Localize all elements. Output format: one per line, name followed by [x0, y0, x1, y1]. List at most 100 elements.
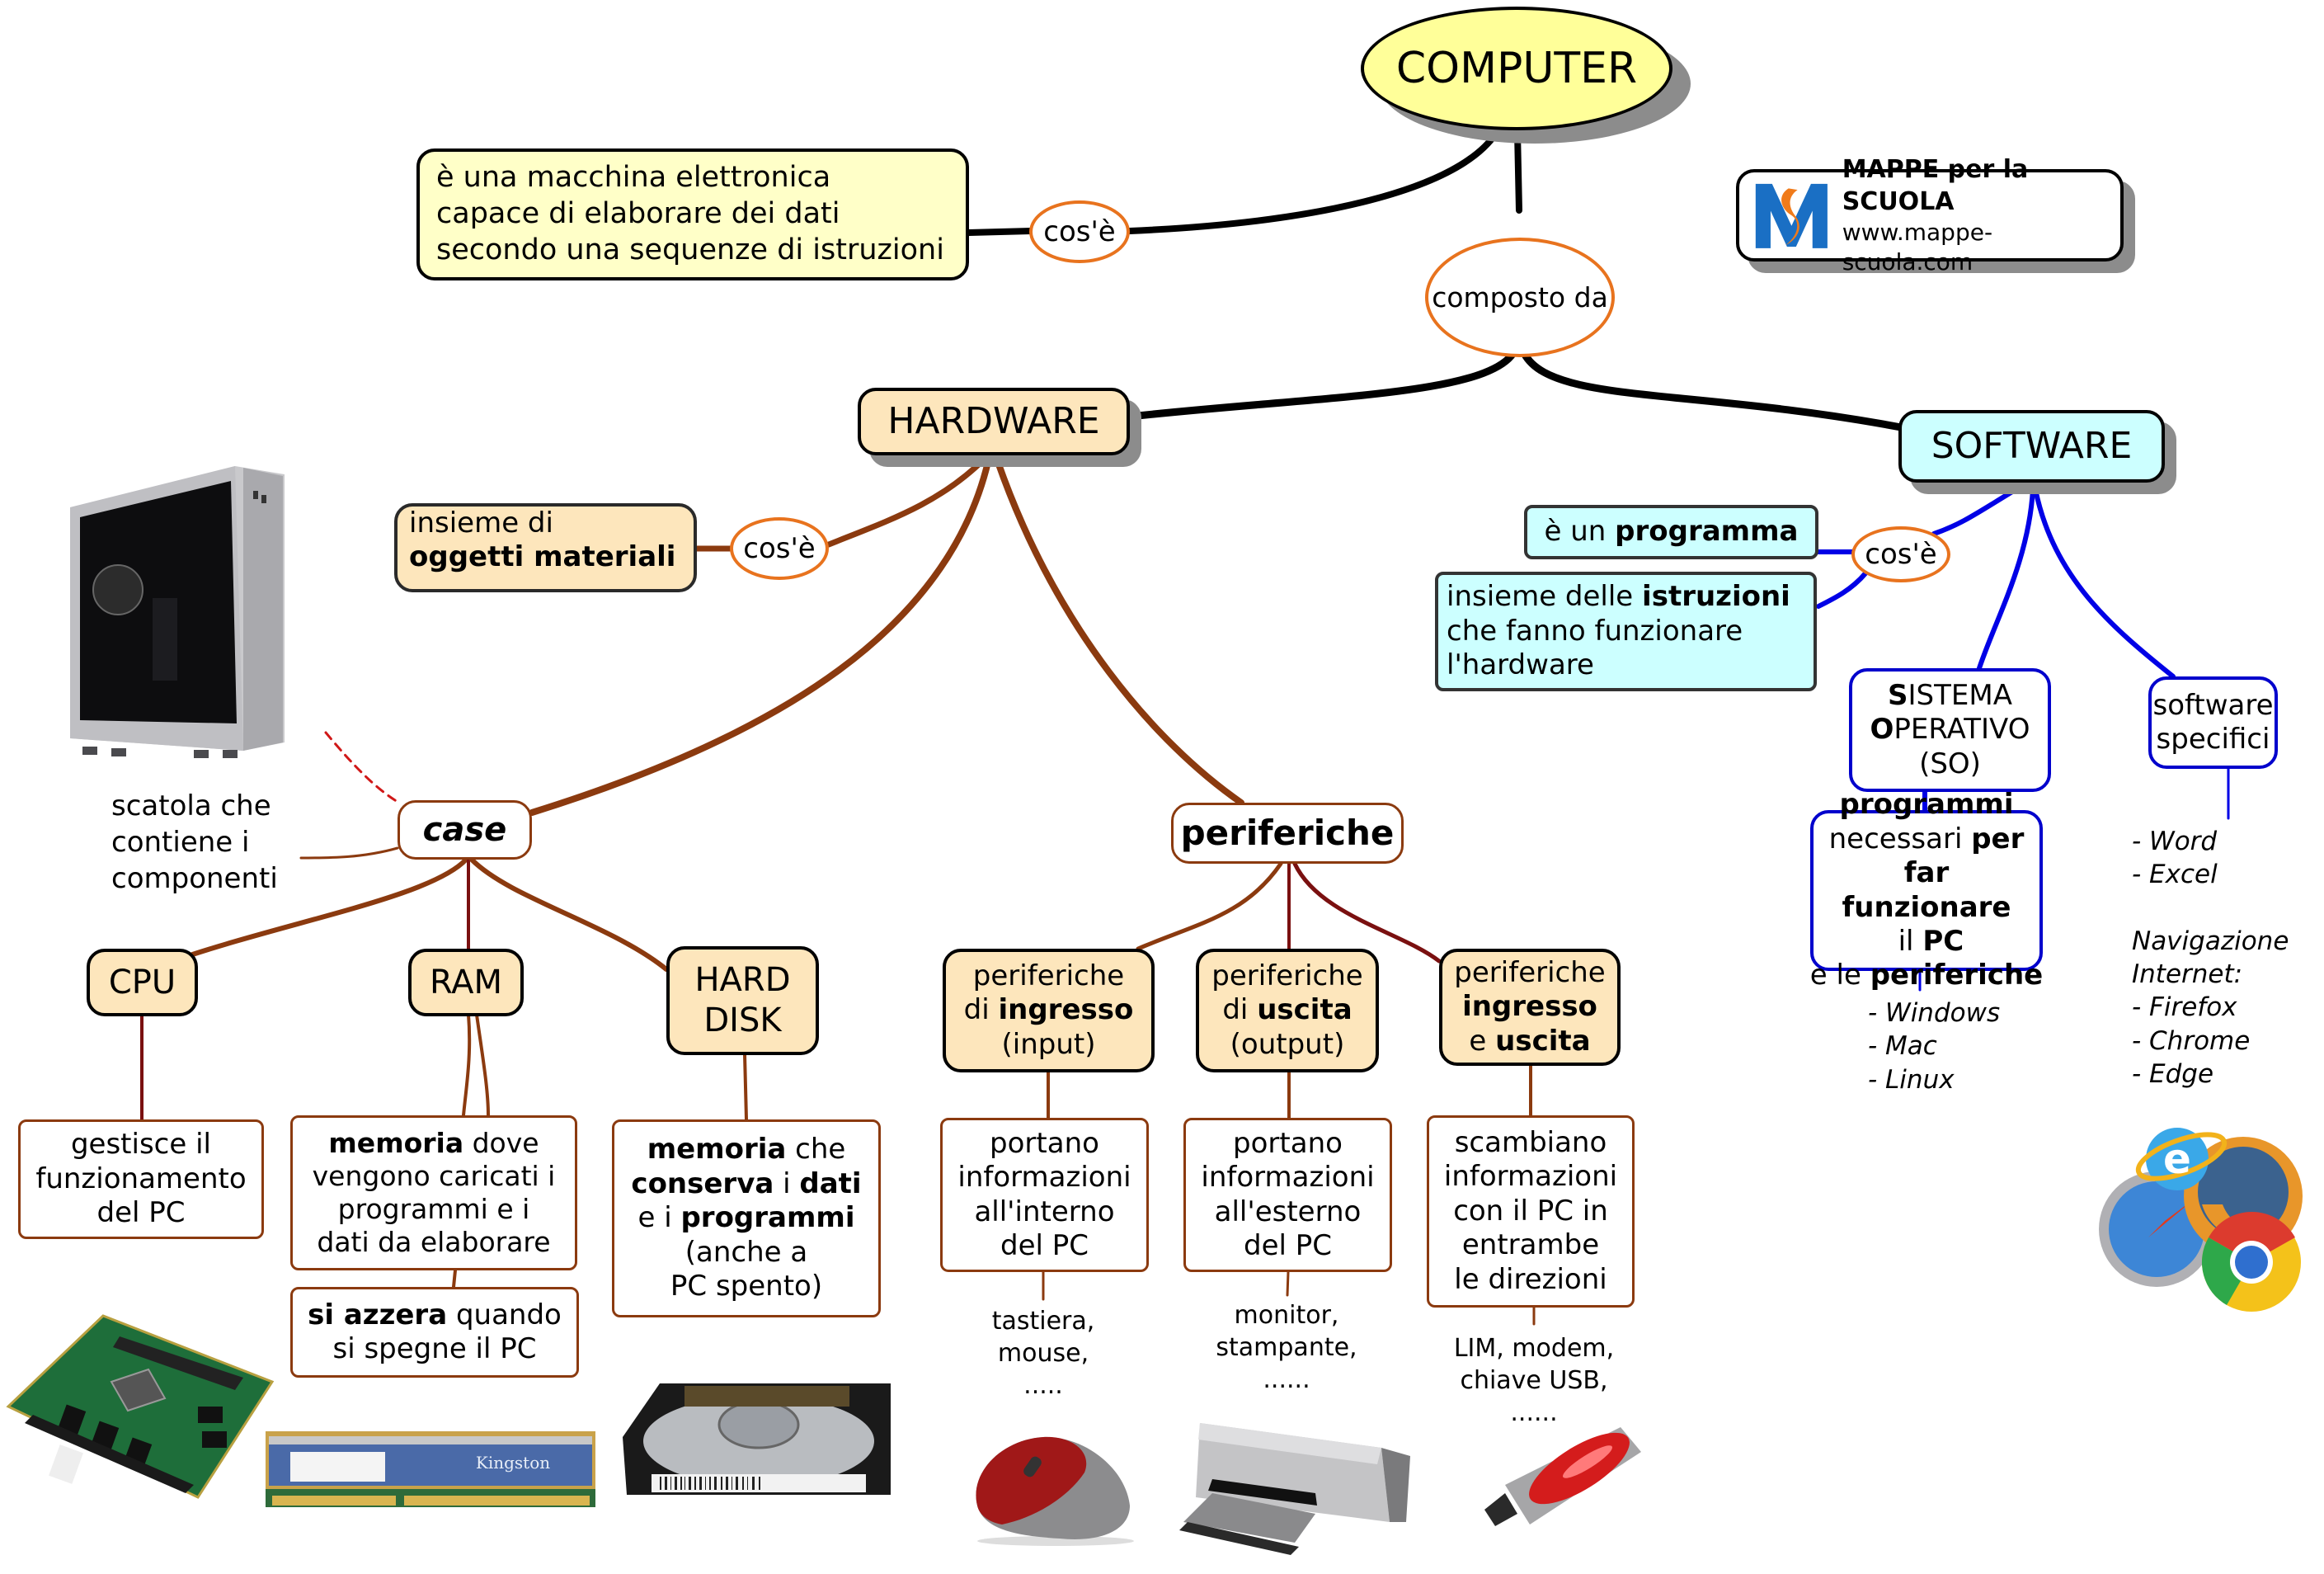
software-node[interactable]: SOFTWARE [1898, 410, 2165, 483]
computer-definition-box[interactable]: è una macchina elettronica capace di ela… [416, 148, 969, 280]
link-composto-software [1520, 349, 1905, 431]
io-description-text: scambiano informazioni con il PC in entr… [1443, 1125, 1618, 1296]
computer-cos-connector[interactable]: cos'è [1029, 200, 1130, 263]
harddisk-label: HARD DISK [694, 961, 791, 1039]
specific-software-label: software specifici [2152, 688, 2274, 756]
peripheral-output-node[interactable]: periferiche di uscita (output) [1196, 949, 1379, 1072]
os-l1-rest: ISTEMA [1908, 678, 2012, 712]
motherboard-image [6, 1314, 275, 1499]
mappe-logo-icon [1755, 183, 1828, 248]
sw-def2-bold: istruzioni [1642, 580, 1790, 614]
link-hardware-case [529, 459, 991, 816]
harddisk-description[interactable]: memoria che conserva i dati e i programm… [612, 1119, 881, 1317]
os-l1-bold: S [1888, 678, 1908, 712]
link-periferiche-io [1292, 861, 1442, 964]
peripheral-input-node[interactable]: periferiche di ingresso (input) [943, 949, 1155, 1072]
cpu-label: CPU [108, 963, 176, 1001]
composto-da-connector[interactable]: composto da [1425, 238, 1615, 357]
hd-d3-pre: e i [637, 1201, 681, 1235]
hardware-node[interactable]: HARDWARE [858, 388, 1130, 455]
specific-software-examples: - Word - Excel Navigazione Internet: - F… [2132, 827, 2289, 1090]
link-harddisk-memoria [743, 1053, 748, 1121]
hd-d2-bold-b: dati [799, 1166, 862, 1200]
software-cos-connector[interactable]: cos'è [1851, 526, 1950, 582]
hardware-definition-box[interactable]: insieme di oggetti materiali [394, 503, 697, 592]
pc-case-image [70, 466, 285, 758]
input-line1: periferiche [972, 959, 1125, 992]
os-node[interactable]: SISTEMA OPERATIVO (SO) [1849, 668, 2051, 792]
link-cos-definition [966, 228, 1034, 236]
ram-module-image: Kingston [266, 1431, 595, 1507]
input-line2-pre: di [963, 993, 999, 1027]
link-software-os [1977, 487, 2035, 671]
link-computer-definition [1127, 129, 1500, 234]
os-desc-l2-bold: per far [1903, 822, 2025, 890]
chrome-icon [2201, 1212, 2301, 1312]
ram-description[interactable]: memoria dove vengono caricati i programm… [290, 1115, 577, 1270]
link-hardware-periferiche [995, 459, 1244, 806]
hd-d3-bold: programmi [680, 1201, 855, 1235]
link-memoria-azzera [452, 1269, 457, 1289]
hardware-def-line2: oggetti materiali [409, 540, 676, 574]
ram-desc-rest2: vengono caricati i programmi e i dati da… [312, 1159, 556, 1259]
logo-title: MAPPE per la SCUOLA [1842, 154, 2029, 216]
link-computer-composto [1514, 129, 1522, 214]
sw-def2-rest: che fanno funzionare l'hardware [1447, 614, 1743, 682]
os-desc-l1: programmi [1839, 788, 2014, 822]
software-def-programma[interactable]: è un programma [1524, 505, 1818, 559]
peripheral-io-node[interactable]: periferiche ingresso e uscita [1439, 949, 1621, 1066]
link-case-harddisk [469, 857, 669, 972]
software-def-istruzioni[interactable]: insieme delle istruzioni che fanno funzi… [1435, 572, 1817, 691]
periferiche-label: periferiche [1180, 813, 1395, 854]
output-line2-bold: uscita [1257, 993, 1353, 1027]
input-line3: (input) [1001, 1027, 1096, 1061]
output-description[interactable]: portano informazioni all'esterno del PC [1183, 1118, 1392, 1272]
logo-badge[interactable]: MAPPE per la SCUOLA www.mappe-scuola.com [1736, 155, 2124, 276]
sw-def1-bold: programma [1615, 515, 1799, 549]
link-cos-istruzioni [1816, 571, 1868, 609]
root-node[interactable]: COMPUTER [1361, 7, 1672, 130]
os-description[interactable]: programmi necessari per far funzionare i… [1810, 788, 2043, 992]
io-description[interactable]: scambiano informazioni con il PC in entr… [1427, 1115, 1635, 1308]
harddisk-node[interactable]: HARD DISK [666, 946, 819, 1055]
link-ram-memoria-a [462, 1013, 472, 1117]
ram-note-rest2: si spegne il PC [332, 1332, 537, 1365]
output-examples: monitor, stampante, ...... [1216, 1301, 1357, 1394]
link-composto-hardware [1126, 349, 1517, 421]
software-cos-label: cos'è [1865, 537, 1937, 571]
link-software-cos [1931, 487, 2019, 536]
link-ram-memoria-b [475, 1013, 490, 1117]
specific-software-node[interactable]: software specifici [2148, 676, 2278, 769]
hd-d4: (anche a PC spento) [670, 1235, 823, 1303]
periferiche-node[interactable]: periferiche [1171, 803, 1404, 864]
mouse-image [976, 1436, 1134, 1546]
hardware-label: HARDWARE [887, 400, 1100, 443]
output-line3: (output) [1230, 1027, 1345, 1061]
hd-d2-mid: i [774, 1166, 800, 1200]
computer-definition-text: è una macchina elettronica capace di ela… [436, 161, 944, 266]
output-line1: periferiche [1211, 959, 1363, 992]
input-description[interactable]: portano informazioni all'interno del PC [940, 1118, 1149, 1272]
case-node[interactable]: case [398, 800, 532, 860]
case-description: scatola che contiene i componenti [111, 789, 278, 896]
os-desc-l3-mid: il [1889, 924, 1923, 958]
svg-text:e: e [2163, 1135, 2191, 1183]
os-l2-bold: O [1870, 713, 1894, 747]
input-line2-bold: ingresso [998, 993, 1134, 1027]
input-examples: tastiera, mouse, ..... [991, 1307, 1095, 1400]
cpu-node[interactable]: CPU [87, 949, 198, 1016]
hd-d1-rest: che [786, 1133, 846, 1166]
ram-brand-label: Kingston [476, 1453, 550, 1473]
input-description-text: portano informazioni all'interno del PC [957, 1126, 1131, 1262]
ram-node[interactable]: RAM [408, 949, 524, 1016]
link-hardware-cos [826, 455, 989, 548]
output-description-text: portano informazioni all'esterno del PC [1201, 1126, 1375, 1262]
computer-cos-label: cos'è [1043, 214, 1116, 248]
hardware-cos-connector[interactable]: cos'è [730, 517, 829, 580]
hardware-def-line1: insieme di [409, 507, 553, 540]
ram-note[interactable]: si azzera quando si spegne il PC [290, 1287, 579, 1378]
usb-drive-image [1484, 1427, 1641, 1526]
software-label: SOFTWARE [1931, 425, 2133, 468]
cpu-description[interactable]: gestisce il funzionamento del PC [18, 1119, 264, 1239]
